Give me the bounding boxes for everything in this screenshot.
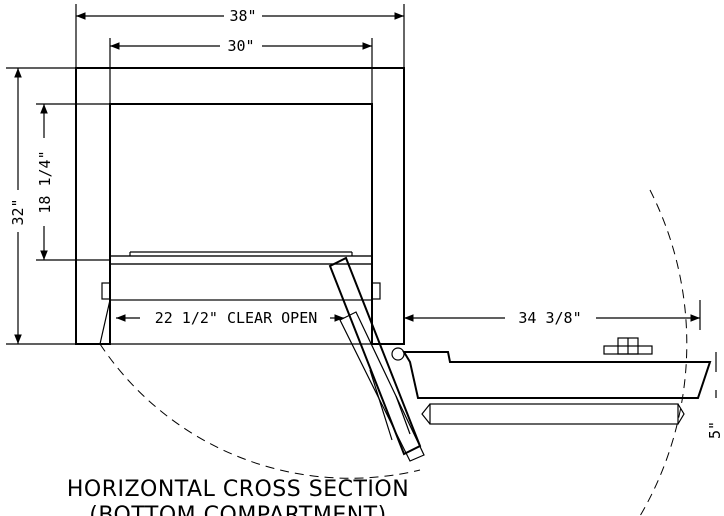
dim-overall-width: 38" xyxy=(76,7,404,25)
cabinet-walls xyxy=(75,67,405,345)
door-swing-label: 34 3/8" xyxy=(518,309,581,327)
door-frame xyxy=(99,251,381,345)
title-line-2: (BOTTOM COMPARTMENT) xyxy=(89,503,386,516)
adjacent-cabinet xyxy=(402,337,712,425)
dim-clear-opening: 22 1/2" CLEAR OPEN xyxy=(116,309,344,327)
dim-interior-depth: 18 1/4" xyxy=(36,104,54,260)
dim-overall-depth: 32" xyxy=(9,68,27,344)
door-swing-arc-right xyxy=(639,189,688,516)
overall-depth-label: 32" xyxy=(9,198,27,225)
swinging-door xyxy=(328,256,425,462)
interior-compartment xyxy=(109,103,373,257)
right-edge-label: 5" xyxy=(706,421,724,439)
dim-door-swing: 34 3/8" xyxy=(404,309,700,327)
door-swing-arc-left xyxy=(99,343,421,479)
interior-width-label: 30" xyxy=(227,37,254,55)
dim-right-edge: 5" xyxy=(706,352,724,439)
interior-depth-label: 18 1/4" xyxy=(36,150,54,213)
title-line-1: HORIZONTAL CROSS SECTION xyxy=(67,477,409,502)
dim-interior-width: 30" xyxy=(110,37,372,55)
clear-opening-label: 22 1/2" CLEAR OPEN xyxy=(155,309,318,327)
overall-width-label: 38" xyxy=(229,7,256,25)
